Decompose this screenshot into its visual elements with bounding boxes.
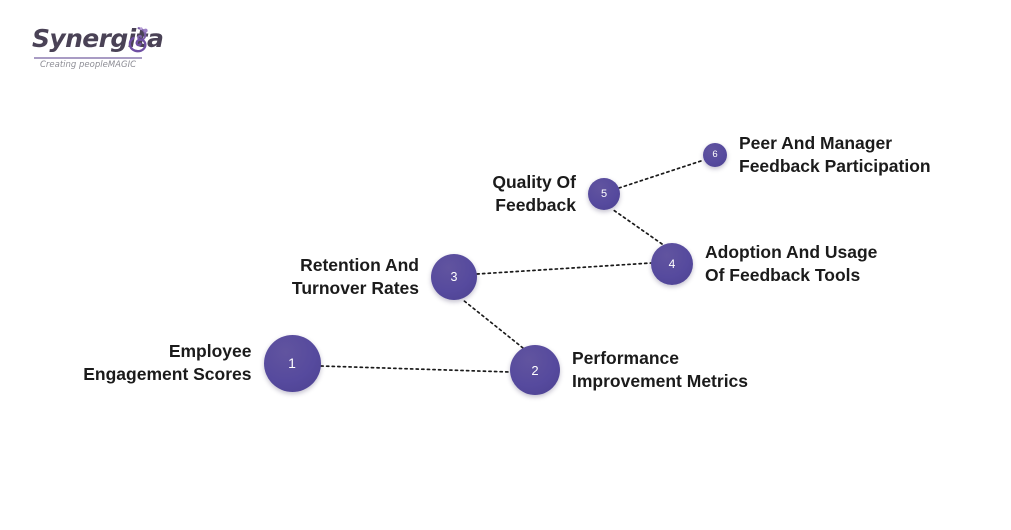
connector-5-to-6 — [618, 159, 705, 189]
node-1[interactable]: 1 — [263, 334, 321, 392]
node-number-1: 1 — [288, 355, 296, 371]
node-label-5: Quality Of Feedback — [492, 171, 576, 215]
node-number-5: 5 — [600, 187, 608, 200]
node-label-6: Peer And Manager Feedback Participation — [739, 132, 931, 176]
brand-tagline: Creating peopleMAGIC — [39, 60, 137, 70]
connector-3-to-4 — [476, 262, 652, 275]
node-number-3: 3 — [450, 269, 458, 284]
node-3[interactable]: 3 — [431, 254, 477, 300]
node-label-2: Performance Improvement Metrics — [572, 347, 749, 391]
connector-2-to-3 — [462, 299, 524, 349]
brand-divider — [34, 57, 142, 59]
node-label-3: Retention And Turnover Rates — [291, 254, 419, 298]
node-5[interactable]: 5 — [588, 178, 620, 210]
brand-logo: Synergita Creating peopleMAGIC — [32, 24, 164, 74]
node-2[interactable]: 2 — [510, 345, 560, 395]
node-number-4: 4 — [668, 257, 676, 271]
swirl-icon — [128, 27, 148, 53]
node-6[interactable]: 6 — [703, 143, 727, 167]
node-4[interactable]: 4 — [651, 243, 693, 285]
connector-4-to-5 — [611, 208, 663, 245]
connector-1-to-2 — [320, 365, 511, 373]
node-label-1: Employee Engagement Scores — [83, 340, 252, 384]
node-number-6: 6 — [712, 149, 718, 161]
node-label-4: Adoption And Usage Of Feedback Tools — [705, 241, 878, 285]
node-number-2: 2 — [531, 362, 539, 378]
